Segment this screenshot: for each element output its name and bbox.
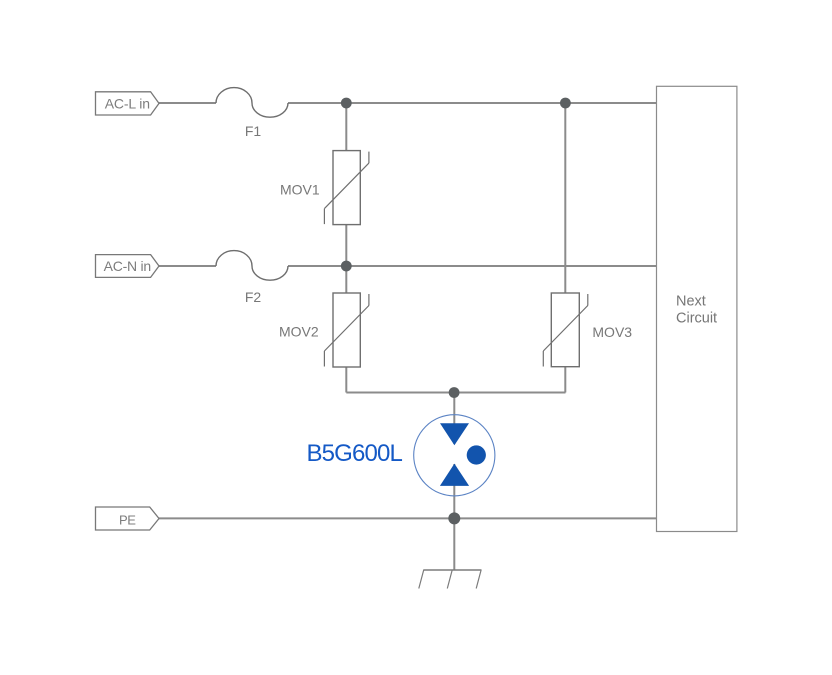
svg-text:AC-N in: AC-N in	[104, 258, 151, 274]
svg-text:F2: F2	[245, 289, 262, 305]
svg-text:PE: PE	[119, 513, 136, 528]
svg-text:B5G600L: B5G600L	[307, 440, 403, 467]
svg-text:F1: F1	[245, 123, 262, 139]
svg-text:AC-L in: AC-L in	[105, 96, 150, 112]
svg-text:Next: Next	[676, 294, 706, 310]
svg-text:MOV1: MOV1	[280, 182, 320, 198]
svg-text:MOV3: MOV3	[592, 324, 632, 340]
svg-text:Circuit: Circuit	[676, 310, 717, 326]
svg-text:MOV2: MOV2	[279, 324, 319, 340]
